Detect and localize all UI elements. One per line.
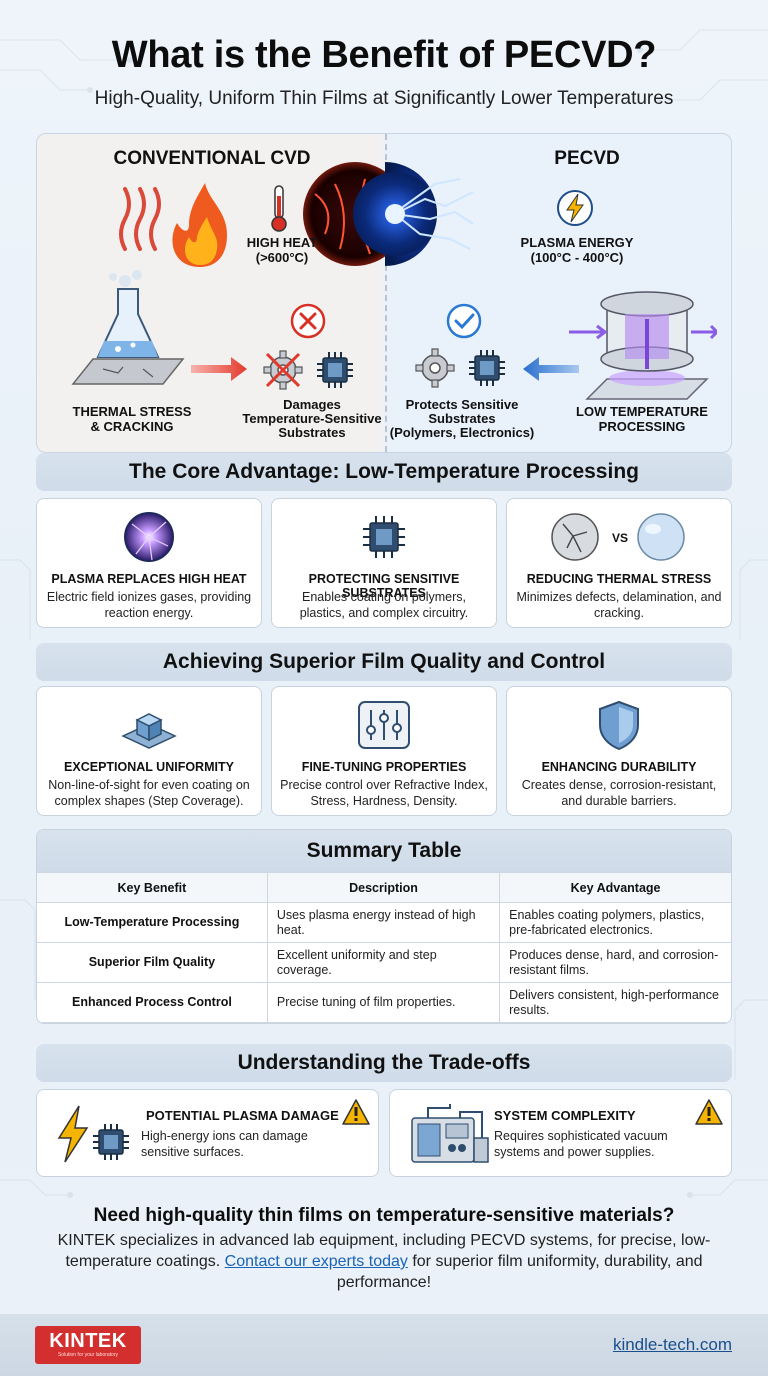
tradeoff-plasma-damage: POTENTIAL PLASMA DAMAGE High-energy ions… bbox=[36, 1089, 379, 1177]
microchip-icon bbox=[93, 1124, 129, 1160]
checkmark-icon bbox=[446, 303, 482, 339]
card-title: REDUCING THERMAL STRESS bbox=[526, 572, 712, 586]
lightning-bolt-icon bbox=[57, 1105, 89, 1163]
card-description: Enables coating on polymers, plastics, a… bbox=[299, 590, 469, 620]
card-protecting-substrates: PROTECTING SENSITIVE SUBSTRATES Enables … bbox=[271, 498, 497, 628]
protects-substrates-label: Protects Sensitive Substrates (Polymers,… bbox=[389, 397, 535, 440]
microchip-icon bbox=[317, 352, 353, 388]
table-cell-benefit: Enhanced Process Control bbox=[37, 982, 268, 1023]
shield-icon bbox=[599, 700, 639, 751]
pecvd-chamber-icon bbox=[569, 291, 717, 400]
column-header: Key Benefit bbox=[37, 872, 268, 903]
cracked-vs-smooth-icon: VS bbox=[551, 513, 685, 561]
high-heat-label: HIGH HEAT (>600°C) bbox=[246, 235, 318, 265]
lightning-bolt-icon bbox=[557, 190, 593, 226]
column-header: Key Advantage bbox=[499, 872, 731, 903]
flask-cracked-surface-icon bbox=[71, 270, 185, 385]
card-description: Precise control over Refractive Index, S… bbox=[280, 778, 488, 808]
page-subtitle: High-Quality, Uniform Thin Films at Sign… bbox=[94, 88, 674, 109]
crossed-gear-icon bbox=[263, 350, 303, 390]
card-description: Non-line-of-sight for even coating on co… bbox=[48, 778, 250, 808]
tradeoff-system-complexity: SYSTEM COMPLEXITY Requires sophisticated… bbox=[389, 1089, 732, 1177]
x-mark-icon bbox=[290, 303, 326, 339]
column-header: Description bbox=[266, 872, 501, 903]
vacuum-system-icon bbox=[411, 1104, 489, 1163]
card-exceptional-uniformity: EXCEPTIONAL UNIFORMITY Non-line-of-sight… bbox=[36, 686, 262, 816]
card-plasma-replaces-heat: PLASMA REPLACES HIGH HEAT Electric field… bbox=[36, 498, 262, 628]
table-cell-advantage: Delivers consistent, high-performance re… bbox=[499, 982, 731, 1023]
card-title: PLASMA REPLACES HIGH HEAT bbox=[51, 572, 247, 586]
card-title: ENHANCING DURABILITY bbox=[541, 760, 697, 774]
heat-vs-plasma-orb-icon bbox=[303, 162, 474, 266]
damages-substrates-label: Damages Temperature-Sensitive Substrates bbox=[242, 397, 382, 440]
low-temp-processing-label: LOW TEMPERATURE PROCESSING bbox=[576, 404, 708, 434]
tradeoff-description: Requires sophisticated vacuum systems an… bbox=[494, 1129, 668, 1159]
website-link[interactable]: kindle-tech.com bbox=[612, 1335, 732, 1354]
card-title: PROTECTING SENSITIVE SUBSTRATES bbox=[308, 572, 460, 600]
cta-body: KINTEK specializes in advanced lab equip… bbox=[57, 1232, 711, 1291]
summary-table-panel: Summary Table Key Benefit Description Ke… bbox=[36, 829, 732, 1024]
card-title: FINE-TUNING PROPERTIES bbox=[301, 760, 467, 774]
card-reducing-thermal-stress: VS REDUCING THERMAL STRESS Minimizes def… bbox=[506, 498, 732, 628]
comparison-panel: CONVENTIONAL CVD PECVD HIGH HEAT (>600°C… bbox=[36, 133, 732, 453]
summary-table: Key Benefit Description Key Advantage Lo… bbox=[37, 872, 731, 1023]
flame-icon bbox=[172, 183, 227, 267]
table-row: Low-Temperature Processing Uses plasma e… bbox=[37, 902, 731, 943]
plasma-energy-label: PLASMA ENERGY (100°C - 400°C) bbox=[520, 235, 634, 265]
blue-arrow-icon bbox=[523, 357, 579, 381]
table-cell-description: Uses plasma energy instead of high heat. bbox=[266, 902, 501, 943]
table-cell-description: Precise tuning of film properties. bbox=[266, 982, 501, 1023]
table-cell-benefit: Low-Temperature Processing bbox=[37, 902, 268, 943]
summary-table-heading: Summary Table bbox=[37, 830, 731, 872]
cta-title: Need high-quality thin films on temperat… bbox=[93, 1205, 675, 1226]
comparison-divider bbox=[385, 134, 387, 452]
microchip-icon bbox=[469, 350, 505, 386]
card-description: Creates dense, corrosion-resistant, and … bbox=[521, 778, 717, 808]
heat-waves-icon bbox=[119, 187, 161, 251]
table-cell-description: Excellent uniformity and step coverage. bbox=[266, 942, 501, 983]
pecvd-title: PECVD bbox=[554, 148, 620, 169]
table-cell-advantage: Produces dense, hard, and corrosion-resi… bbox=[499, 942, 731, 983]
kintek-logo[interactable]: KINTEK Solution for your laboratory bbox=[35, 1326, 141, 1364]
card-description: Electric field ionizes gases, providing … bbox=[46, 590, 252, 620]
conventional-cvd-title: CONVENTIONAL CVD bbox=[113, 148, 311, 169]
table-row: Enhanced Process Control Precise tuning … bbox=[37, 982, 731, 1023]
page-title: What is the Benefit of PECVD? bbox=[111, 34, 657, 76]
warning-icon bbox=[342, 1099, 370, 1125]
card-fine-tuning: FINE-TUNING PROPERTIES Precise control o… bbox=[271, 686, 497, 816]
table-row: Superior Film Quality Excellent uniformi… bbox=[37, 942, 731, 983]
card-enhancing-durability: ENHANCING DURABILITY Creates dense, corr… bbox=[506, 686, 732, 816]
footer: KINTEK Solution for your laboratory kind… bbox=[0, 1314, 768, 1376]
thermometer-icon bbox=[271, 185, 287, 232]
vs-label: VS bbox=[612, 531, 628, 545]
microchip-icon bbox=[363, 516, 405, 558]
table-cell-benefit: Superior Film Quality bbox=[37, 942, 268, 983]
tradeoff-title: POTENTIAL PLASMA DAMAGE bbox=[146, 1108, 339, 1123]
thermal-stress-label: THERMAL STRESS & CRACKING bbox=[72, 404, 192, 434]
coated-cube-icon bbox=[121, 713, 177, 749]
red-arrow-icon bbox=[191, 357, 247, 381]
tradeoff-title: SYSTEM COMPLEXITY bbox=[494, 1108, 636, 1123]
card-title: EXCEPTIONAL UNIFORMITY bbox=[64, 760, 234, 774]
contact-experts-link[interactable]: Contact our experts today bbox=[224, 1253, 408, 1270]
card-description: Minimizes defects, delamination, and cra… bbox=[516, 590, 722, 620]
tradeoff-description: High-energy ions can damage sensitive su… bbox=[141, 1129, 308, 1159]
sliders-icon bbox=[358, 701, 410, 749]
table-cell-advantage: Enables coating polymers, plastics, pre-… bbox=[499, 902, 731, 943]
table-header-row: Key Benefit Description Key Advantage bbox=[37, 872, 731, 903]
tradeoffs-heading: Understanding the Trade-offs bbox=[36, 1044, 732, 1082]
film-quality-heading: Achieving Superior Film Quality and Cont… bbox=[36, 643, 732, 681]
plasma-sphere-icon bbox=[124, 512, 174, 562]
warning-icon bbox=[695, 1099, 723, 1125]
core-advantage-heading: The Core Advantage: Low-Temperature Proc… bbox=[36, 453, 732, 491]
gear-icon bbox=[415, 348, 455, 388]
